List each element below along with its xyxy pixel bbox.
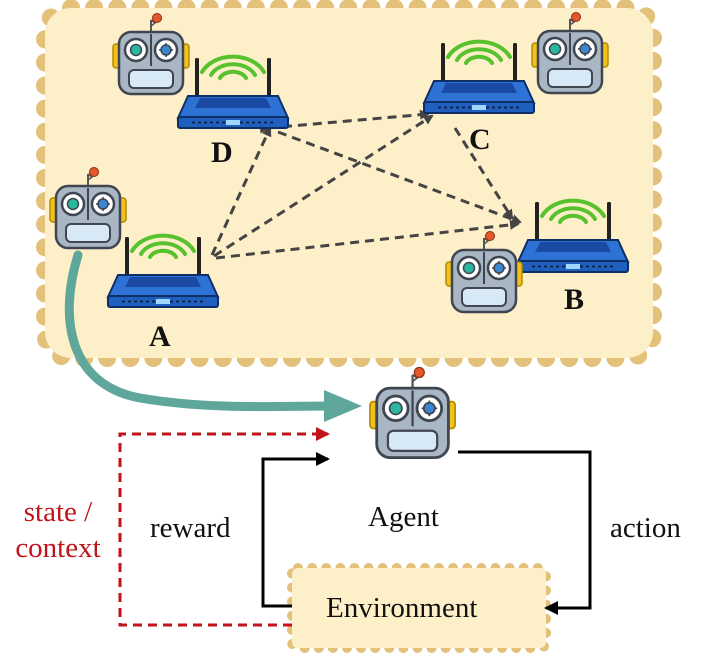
state-context-arrow xyxy=(118,427,330,627)
reward-label: reward xyxy=(150,512,231,544)
agent-label: Agent xyxy=(368,501,439,533)
link-c-b xyxy=(453,127,514,220)
state-label-line2: context xyxy=(15,532,101,565)
node-label-b: B xyxy=(564,283,585,316)
teal-arrow xyxy=(64,250,362,422)
node-label-a: A xyxy=(149,320,171,353)
node-label-c: C xyxy=(469,123,491,156)
rl-loop-arrows xyxy=(261,450,592,615)
agent-robot-icon xyxy=(368,366,457,460)
state-context-label: state / context xyxy=(2,494,114,567)
link-a-d xyxy=(210,126,272,256)
link-a-c xyxy=(213,114,434,258)
link-d-b xyxy=(277,130,522,224)
link-d-c xyxy=(259,109,430,134)
router-links xyxy=(210,109,522,260)
node-label-d: D xyxy=(211,136,233,169)
reward-arrow xyxy=(261,452,330,608)
action-arrow xyxy=(458,450,592,615)
link-a-b xyxy=(215,219,520,260)
environment-label: Environment xyxy=(326,592,478,624)
environment-box xyxy=(287,563,551,653)
action-label: action xyxy=(610,512,681,544)
state-label-line1: state / xyxy=(23,496,93,528)
